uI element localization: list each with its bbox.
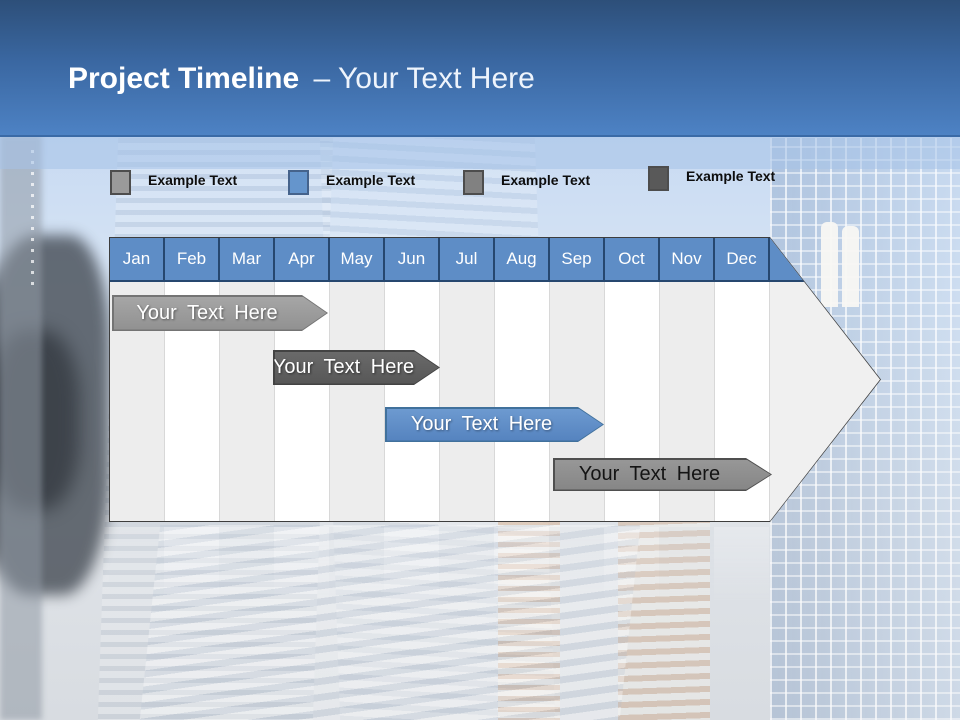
white-tower bbox=[842, 226, 859, 307]
page-title-main: Project Timeline bbox=[68, 62, 300, 95]
page-title-suffix: – Your Text Here bbox=[313, 62, 535, 95]
column-jul bbox=[440, 238, 495, 521]
month-header: Apr bbox=[275, 238, 330, 280]
task-bar-4: Your Text Here bbox=[553, 458, 772, 491]
column-feb bbox=[165, 238, 220, 521]
task-bar-1: Your Text Here bbox=[112, 295, 328, 331]
month-header: Jul bbox=[440, 238, 495, 280]
timeline-arrow-shape: Jan Feb Mar Apr May Jun Jul Aug Sep Oct … bbox=[109, 237, 881, 522]
title-band bbox=[0, 0, 960, 135]
month-header: Oct bbox=[605, 238, 660, 280]
month-header-row: Jan Feb Mar Apr May Jun Jul Aug Sep Oct … bbox=[110, 238, 850, 282]
month-header: Nov bbox=[660, 238, 715, 280]
task-bar-1-label: Your Text Here bbox=[114, 297, 327, 330]
legend-label: Example Text bbox=[326, 172, 416, 188]
legend-swatch-blue bbox=[288, 170, 309, 195]
column-mar bbox=[220, 238, 275, 521]
task-bar-3-label: Your Text Here bbox=[387, 409, 603, 441]
white-tower bbox=[821, 222, 838, 307]
legend-label: Example Text bbox=[148, 172, 238, 188]
timeline-reflection bbox=[109, 527, 770, 622]
month-header: Mar bbox=[220, 238, 275, 280]
timeline-arrow-body: Jan Feb Mar Apr May Jun Jul Aug Sep Oct … bbox=[110, 238, 880, 521]
task-bar-3: Your Text Here bbox=[385, 407, 604, 442]
column-jan bbox=[110, 238, 165, 521]
month-header: Sep bbox=[550, 238, 605, 280]
legend-swatch-darkgray bbox=[648, 166, 669, 191]
month-header: Jan bbox=[110, 238, 165, 280]
task-bar-2-label: Your Text Here bbox=[275, 352, 439, 384]
month-header: Jun bbox=[385, 238, 440, 280]
page-title: Project Timeline – Your Text Here bbox=[68, 62, 535, 96]
subtitle-band bbox=[0, 135, 960, 169]
legend-swatch-midgray bbox=[463, 170, 484, 195]
task-bar-4-label: Your Text Here bbox=[555, 460, 771, 490]
task-bar-2: Your Text Here bbox=[273, 350, 440, 385]
month-header: May bbox=[330, 238, 385, 280]
legend-swatch-gray bbox=[110, 170, 131, 195]
month-header: Dec bbox=[715, 238, 770, 280]
column-aug bbox=[495, 238, 550, 521]
legend-label: Example Text bbox=[501, 172, 591, 188]
month-header: Feb bbox=[165, 238, 220, 280]
legend-label: Example Text bbox=[686, 168, 776, 184]
month-header: Aug bbox=[495, 238, 550, 280]
